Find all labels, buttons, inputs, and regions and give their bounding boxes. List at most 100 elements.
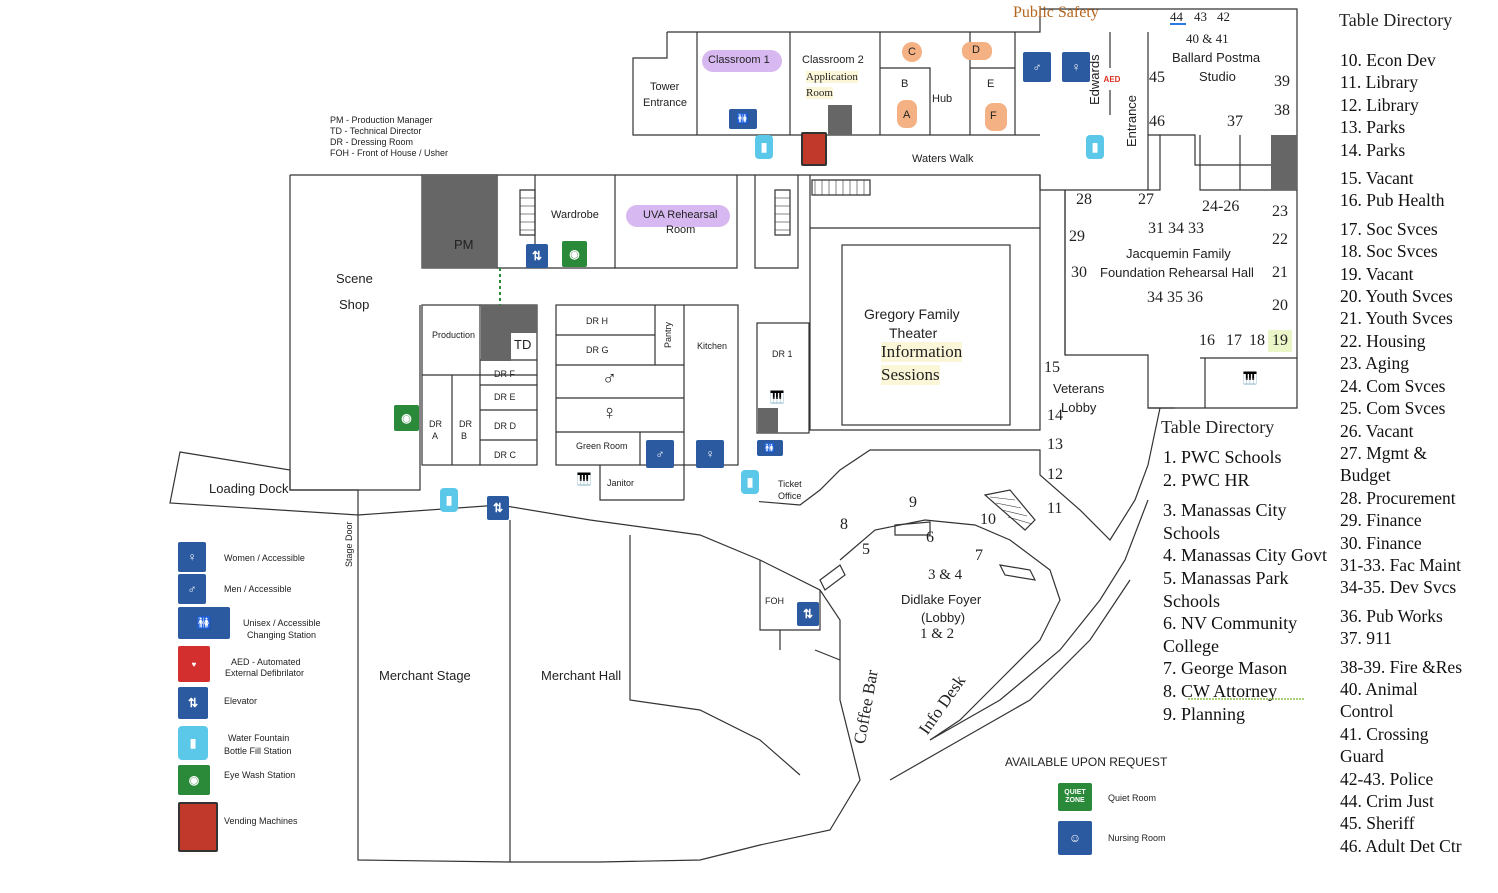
directory-item: 21. Youth Svces (1340, 308, 1453, 329)
legend-eyewash: Eye Wash Station (224, 770, 296, 780)
water-fountain-icon: ▮ (1086, 135, 1104, 159)
abbrev-foh: FOH - Front of House / Usher (330, 148, 449, 158)
aed-icon-text: AED (1103, 74, 1121, 84)
table-14: 14 (1047, 407, 1063, 424)
classroom-1[interactable]: Classroom 1 (708, 54, 770, 66)
eye-wash-icon: ◉ (562, 241, 587, 267)
veterans-line2: Lobby (1061, 400, 1097, 415)
men-figure-icon: ♂ (602, 368, 617, 390)
didlake-12: 1 & 2 (920, 626, 955, 642)
directory-item: 40. Animal Control (1340, 678, 1418, 722)
jacquemin-line2: Foundation Rehearsal Hall (1100, 265, 1254, 280)
directory-item: 27. Mgmt & Budget (1340, 442, 1428, 486)
table-27: 27 (1138, 191, 1154, 208)
dr-c: DR C (494, 450, 516, 460)
women-restroom-icon: ♀ (1062, 52, 1090, 82)
table-28: 28 (1076, 191, 1092, 208)
dr-b-line2: B (461, 431, 468, 441)
table-43: 43 (1194, 9, 1207, 24)
table-22: 22 (1272, 231, 1288, 248)
dr-e: DR E (494, 392, 516, 402)
directory-item: 10. Econ Dev (1340, 50, 1436, 70)
directory-item: 23. Aging (1340, 353, 1410, 374)
directory-item: 42-43. Police (1340, 768, 1434, 789)
table-6: 6 (926, 529, 934, 546)
dr-f: DR F (494, 369, 515, 379)
theater-outline (809, 175, 1041, 431)
unisex-changing-icon: 🚻 (178, 607, 230, 639)
table-20: 20 (1272, 297, 1288, 314)
piano-icon: 🎹 (769, 390, 785, 404)
table-45: 45 (1149, 69, 1165, 86)
legend-aed-line2: External Defibrilator (225, 668, 305, 678)
table-13: 13 (1047, 436, 1063, 453)
table-7: 7 (975, 547, 983, 564)
dr-g: DR G (586, 345, 609, 355)
directory-item: 9. Planning (1163, 703, 1246, 724)
directory-item: 12. Library (1340, 94, 1419, 115)
directory-item: 31-33. Fac Maint (1340, 554, 1462, 575)
legend-fountain-line1: Water Fountain (228, 733, 290, 743)
elevator-icon: ⇅ (487, 496, 509, 520)
table-18: 18 (1249, 332, 1265, 349)
gregory-line2: Theater (889, 325, 938, 341)
dr-b-line1: DR (459, 419, 472, 429)
abbrev-dr: DR - Dressing Room (330, 137, 414, 147)
directory-item: 3. Manassas City Schools (1163, 500, 1287, 543)
loading-dock-outline (169, 451, 359, 516)
directory-item: 46. Adult Det Ctr (1340, 835, 1462, 856)
table-5: 5 (862, 541, 870, 558)
eye-wash-legend-icon: ◉ (178, 765, 210, 795)
table-46: 46 (1149, 113, 1165, 130)
women-restroom-icon: ♀ (696, 440, 724, 468)
lobby-outline (739, 407, 1161, 541)
aed-legend-icon: ♥ (178, 646, 210, 682)
hub-room-e: E (987, 78, 995, 90)
table-9: 9 (909, 494, 917, 511)
directory-item: 11. Library (1340, 72, 1419, 93)
quiet-room-label: Quiet Room (1108, 793, 1157, 803)
directory-item: 13. Parks (1340, 117, 1406, 138)
men-accessible-icon: ♂ (178, 574, 206, 604)
directory-item: 44. Crim Just (1340, 791, 1434, 811)
td-room: TD (514, 337, 532, 352)
table-17: 17 (1226, 332, 1242, 349)
directory-item: 14. Parks (1340, 139, 1406, 160)
pm-room: PM (454, 237, 474, 252)
legend-women: Women / Accessible (224, 553, 305, 563)
table-23: 23 (1272, 203, 1288, 220)
foh-room: FOH (765, 596, 784, 606)
classroom-2[interactable]: Classroom 2 (802, 54, 864, 66)
jacquemin-line1: Jacquemin Family (1126, 246, 1231, 261)
legend-elevator: Elevator (224, 696, 258, 706)
directory-item: 1. PWC Schools (1163, 447, 1282, 467)
table-10: 10 (980, 511, 996, 528)
hub-room-c: C (908, 46, 916, 58)
legend-unisex-line2: Changing Station (247, 630, 317, 640)
info-sessions-line1: Information (881, 342, 963, 362)
application-room-line1: Application (806, 71, 858, 83)
elevator-icon: ⇅ (526, 244, 548, 268)
table-34-35-36: 34 35 36 (1147, 289, 1203, 306)
elevator-icon: ⇅ (797, 602, 819, 626)
uva-rehearsal-line2: Room (666, 224, 696, 236)
directory-right: 10. Econ Dev 11. Library 12. Library 13.… (1340, 49, 1495, 857)
directory-item: 41. Crossing Guard (1340, 723, 1429, 767)
directory-item: 28. Procurement (1340, 487, 1456, 508)
uva-rehearsal-line1[interactable]: UVA Rehearsal (643, 209, 718, 221)
hub-label: Hub (932, 93, 953, 105)
ballard-line1: Ballard Postma (1172, 50, 1261, 65)
directory-item: 22. Housing (1340, 330, 1426, 351)
women-accessible-icon: ♀ (178, 542, 206, 572)
directory-item: 25. Com Svces (1340, 398, 1446, 419)
nursing-room-label: Nursing Room (1108, 833, 1166, 843)
directory-item: 24. Com Svces (1340, 375, 1446, 396)
eye-wash-icon: ◉ (394, 405, 419, 431)
loading-dock: Loading Dock (209, 481, 289, 496)
directory-item: 30. Finance (1340, 532, 1422, 553)
merchant-outline (357, 504, 861, 863)
legend-men: Men / Accessible (224, 584, 292, 594)
table-42: 42 (1217, 9, 1230, 24)
hub-room-a: A (903, 109, 911, 121)
wardrobe[interactable]: Wardrobe (551, 209, 599, 221)
